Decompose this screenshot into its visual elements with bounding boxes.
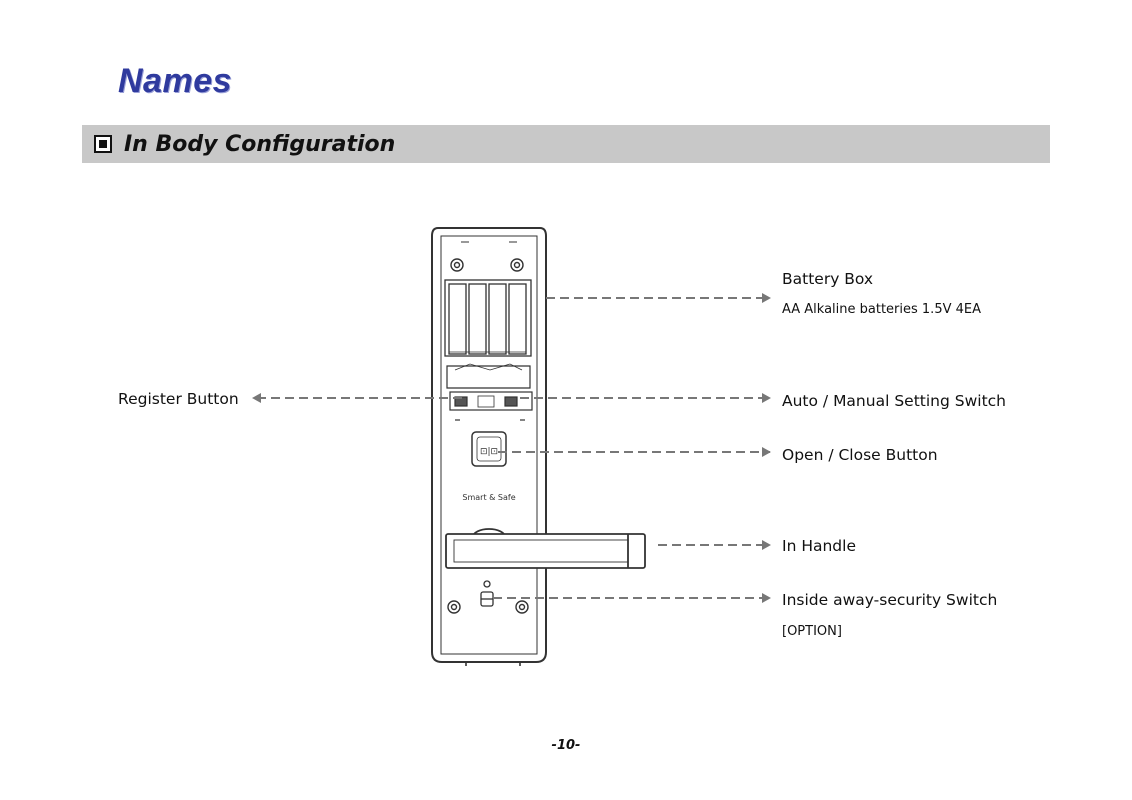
square-bullet-icon: [94, 135, 112, 153]
battery-box: [444, 279, 532, 357]
lock-body: [431, 227, 547, 666]
open-close-button: ⊡|⊡: [471, 431, 507, 467]
inside-security-label: Inside away-security Switch: [782, 591, 998, 609]
register-button-label: Register Button: [118, 390, 239, 408]
in-handle: [445, 528, 646, 569]
auto-manual-label: Auto / Manual Setting Switch: [782, 392, 1006, 410]
section-header: In Body Configuration: [82, 125, 1050, 163]
option-label: [OPTION]: [782, 624, 842, 639]
battery-box-label: Battery Box: [782, 270, 874, 288]
page-number: -10-: [551, 738, 581, 753]
svg-text:⊡|⊡: ⊡|⊡: [480, 447, 498, 457]
battery-spec-label: AA Alkaline batteries 1.5V 4EA: [782, 302, 981, 317]
page-title: Names: [118, 62, 233, 100]
inside-security-switch: [480, 580, 494, 607]
brand-text: Smart & Safe: [462, 493, 515, 502]
switch-panel: [446, 363, 533, 421]
top-screws: [450, 258, 524, 272]
in-handle-label: In Handle: [782, 537, 856, 555]
open-close-label: Open / Close Button: [782, 446, 938, 464]
bottom-screws: [447, 600, 529, 614]
section-title: In Body Configuration: [124, 131, 396, 157]
